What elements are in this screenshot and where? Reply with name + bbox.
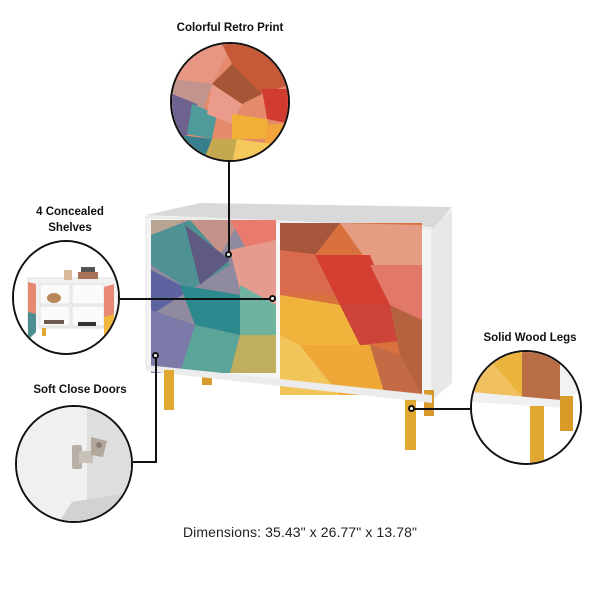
- legs-connector-line: [412, 408, 470, 410]
- legs-label: Solid Wood Legs: [483, 332, 577, 344]
- doors-callout-circle: [15, 405, 133, 523]
- retro-print-label: Colorful Retro Print: [176, 22, 284, 34]
- legs-connector-dot: [408, 405, 415, 412]
- doors-label: Soft Close Doors: [33, 384, 127, 396]
- doors-connector-line-vertical: [155, 356, 157, 463]
- retro-print-callout-circle: [170, 42, 290, 162]
- shelves-connector-dot: [269, 295, 276, 302]
- shelves-label-line1: 4 Concealed: [36, 206, 104, 218]
- dimensions-caption: Dimensions: 35.43" x 26.77" x 13.78": [182, 524, 418, 540]
- shelves-label-line2: Shelves: [48, 222, 92, 234]
- doors-connector-dot: [152, 352, 159, 359]
- cabinet-product-image: [140, 195, 465, 465]
- doors-connector-line-horizontal: [133, 461, 157, 463]
- shelves-callout-circle: [12, 240, 120, 355]
- shelves-label: 4 Concealed Shelves: [10, 204, 130, 236]
- retro-print-connector-line: [228, 162, 230, 254]
- shelves-connector-line: [120, 298, 272, 300]
- retro-print-connector-dot: [225, 251, 232, 258]
- legs-callout-circle: [470, 350, 582, 465]
